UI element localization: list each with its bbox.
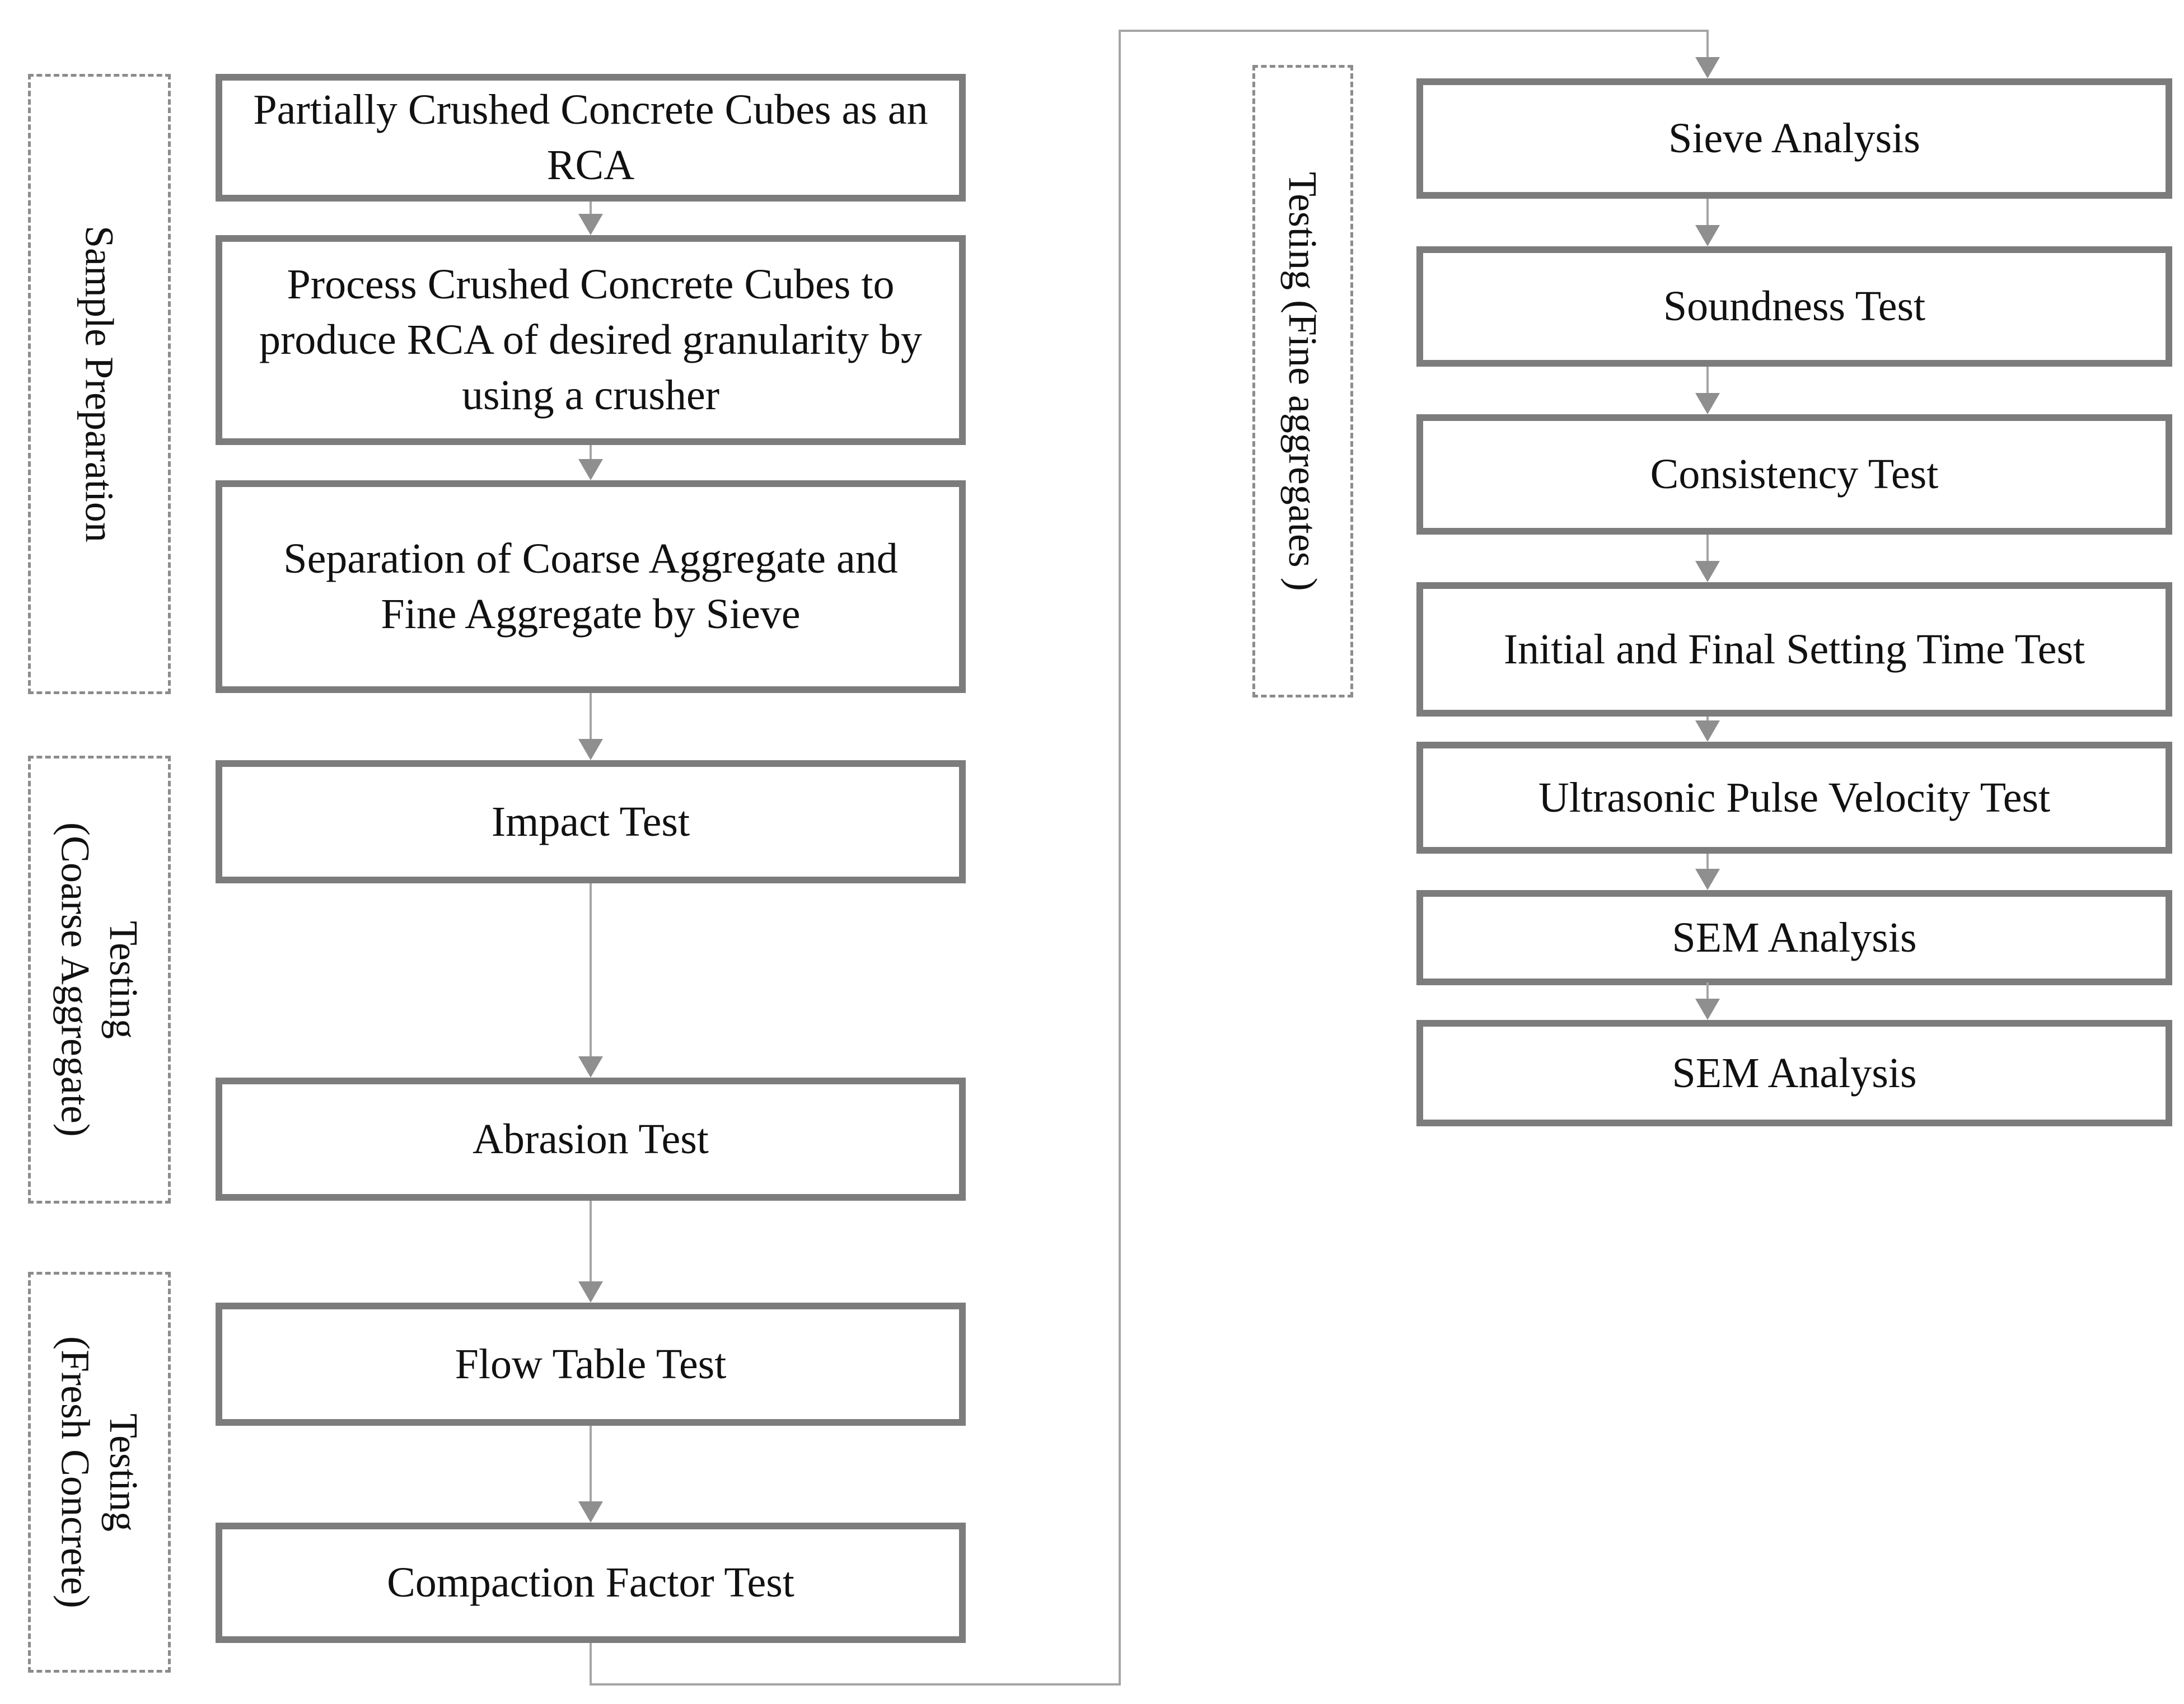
group-label-testing-fine-aggregates: Testing (Fine aggregates ) (1252, 65, 1353, 697)
flow-box-consistency-test: Consistency Test (1416, 414, 2172, 535)
flow-arrow-separation-to-impact (578, 693, 603, 760)
flow-arrow-setting-time-to-upv (1695, 717, 1720, 742)
flow-arrow-sieve-to-soundness (1695, 199, 1720, 246)
arrow-head-icon (578, 214, 603, 235)
flow-arrow-upv-to-sem1 (1695, 854, 1720, 890)
flow-box-abrasion-test: Abrasion Test (216, 1078, 966, 1201)
flow-arrow-flow-table-to-compaction (578, 1426, 603, 1523)
group-label-line1: Testing (101, 1413, 146, 1532)
arrow-head-icon (1695, 561, 1720, 582)
arrow-stem (590, 1426, 592, 1501)
arrow-stem (590, 693, 592, 739)
flow-box-compaction-factor-test: Compaction Factor Test (216, 1523, 966, 1643)
flow-box-sem-analysis-2: SEM Analysis (1416, 1020, 2172, 1126)
arrow-stem (1706, 535, 1709, 561)
flow-box-crusher-processing: Process Crushed Concrete Cubes to produc… (216, 235, 966, 445)
arrow-stem (1706, 367, 1709, 393)
flow-arrow-consistency-to-setting-time (1695, 535, 1720, 582)
flow-box-sieve-separation: Separation of Coarse Aggregate and Fine … (216, 480, 966, 693)
group-label-sample-preparation: Sample Preparation (28, 74, 171, 694)
arrow-stem (1706, 982, 1709, 999)
arrow-stem (590, 1201, 592, 1281)
arrow-stem (1706, 32, 1709, 57)
flow-box-rca-source: Partially Crushed Concrete Cubes as an R… (216, 74, 966, 202)
arrow-head-icon (1695, 225, 1720, 246)
flow-arrow-crusher-to-separation (578, 445, 603, 480)
flow-box-flow-table-test: Flow Table Test (216, 1303, 966, 1426)
flow-box-sieve-analysis: Sieve Analysis (1416, 78, 2172, 199)
group-label-text: Testing (Coarse Aggregate) (51, 822, 148, 1137)
flow-arrow-abrasion-to-flow-table (578, 1201, 603, 1303)
group-label-text: Sample Preparation (77, 226, 122, 542)
flow-box-impact-test: Impact Test (216, 760, 966, 883)
arrow-stem (1706, 717, 1709, 720)
connector-drop-from-compaction (590, 1643, 592, 1686)
flow-box-soundness-test: Soundness Test (1416, 246, 2172, 367)
arrow-stem (590, 883, 592, 1056)
arrow-stem (590, 202, 592, 214)
arrow-head-icon (578, 1056, 603, 1078)
flow-arrow-soundness-to-consistency (1695, 367, 1720, 414)
arrow-stem (590, 445, 592, 459)
arrow-head-icon (578, 459, 603, 480)
flow-box-sem-analysis-1: SEM Analysis (1416, 890, 2172, 985)
arrow-head-icon (578, 739, 603, 760)
group-label-text: Testing (Fine aggregates ) (1280, 171, 1326, 591)
arrow-head-icon (1695, 393, 1720, 414)
flow-arrow-impact-to-abrasion (578, 883, 603, 1078)
arrow-stem (1706, 199, 1709, 225)
group-label-line2: (Fresh Concrete) (53, 1336, 98, 1608)
group-label-line1: Testing (101, 920, 146, 1039)
arrow-head-icon (1695, 999, 1720, 1020)
arrow-head-icon (1695, 57, 1720, 78)
group-label-testing-fresh-concrete: Testing (Fresh Concrete) (28, 1272, 171, 1673)
flow-box-setting-time-test: Initial and Final Setting Time Test (1416, 582, 2172, 717)
group-label-line2: (Coarse Aggregate) (53, 822, 98, 1137)
flow-arrow-rca-to-crusher (578, 202, 603, 235)
arrow-head-icon (578, 1501, 603, 1523)
flow-box-upv-test: Ultrasonic Pulse Velocity Test (1416, 742, 2172, 854)
arrow-head-icon (1695, 720, 1720, 742)
arrow-head-icon (1695, 869, 1720, 890)
flow-arrow-connector-to-sieve-analysis (1695, 32, 1720, 78)
arrow-head-icon (578, 1281, 603, 1303)
connector-bottom-horizontal (590, 1683, 1121, 1686)
group-label-text: Testing (Fresh Concrete) (51, 1336, 148, 1608)
connector-top-horizontal (1119, 30, 1709, 32)
connector-vertical-riser (1119, 30, 1121, 1686)
arrow-stem (1706, 854, 1709, 869)
group-label-testing-coarse-aggregate: Testing (Coarse Aggregate) (28, 756, 171, 1204)
flow-arrow-sem1-to-sem2 (1695, 982, 1720, 1020)
